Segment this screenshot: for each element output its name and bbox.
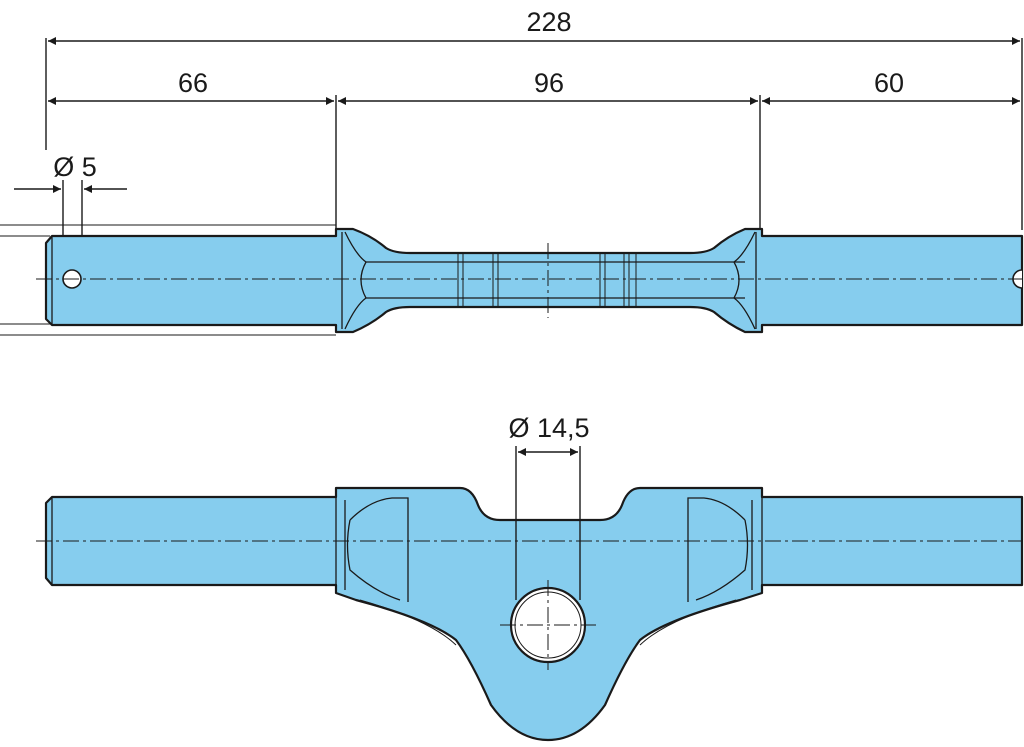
dimension-bore-label: Ø 14,5	[508, 413, 589, 443]
dimension-bore: Ø 14,5	[508, 413, 590, 600]
dimension-right-label: 60	[874, 68, 904, 98]
dimension-left-label: 66	[178, 68, 208, 98]
dimension-overall: 228	[45, 7, 1023, 230]
dimension-pin-hole-label: Ø 5	[53, 152, 97, 182]
dimension-pin-hole: Ø 5	[14, 152, 127, 268]
dimension-middle-label: 96	[534, 68, 564, 98]
top-view	[0, 224, 1024, 336]
dimension-overall-label: 228	[526, 7, 571, 37]
dimension-middle-section: 96	[338, 68, 761, 232]
top-view-body	[44, 227, 1024, 334]
dimension-right-section: 60	[762, 68, 1020, 105]
bottom-view	[36, 486, 1024, 742]
dimension-left-section: 66	[48, 68, 337, 232]
